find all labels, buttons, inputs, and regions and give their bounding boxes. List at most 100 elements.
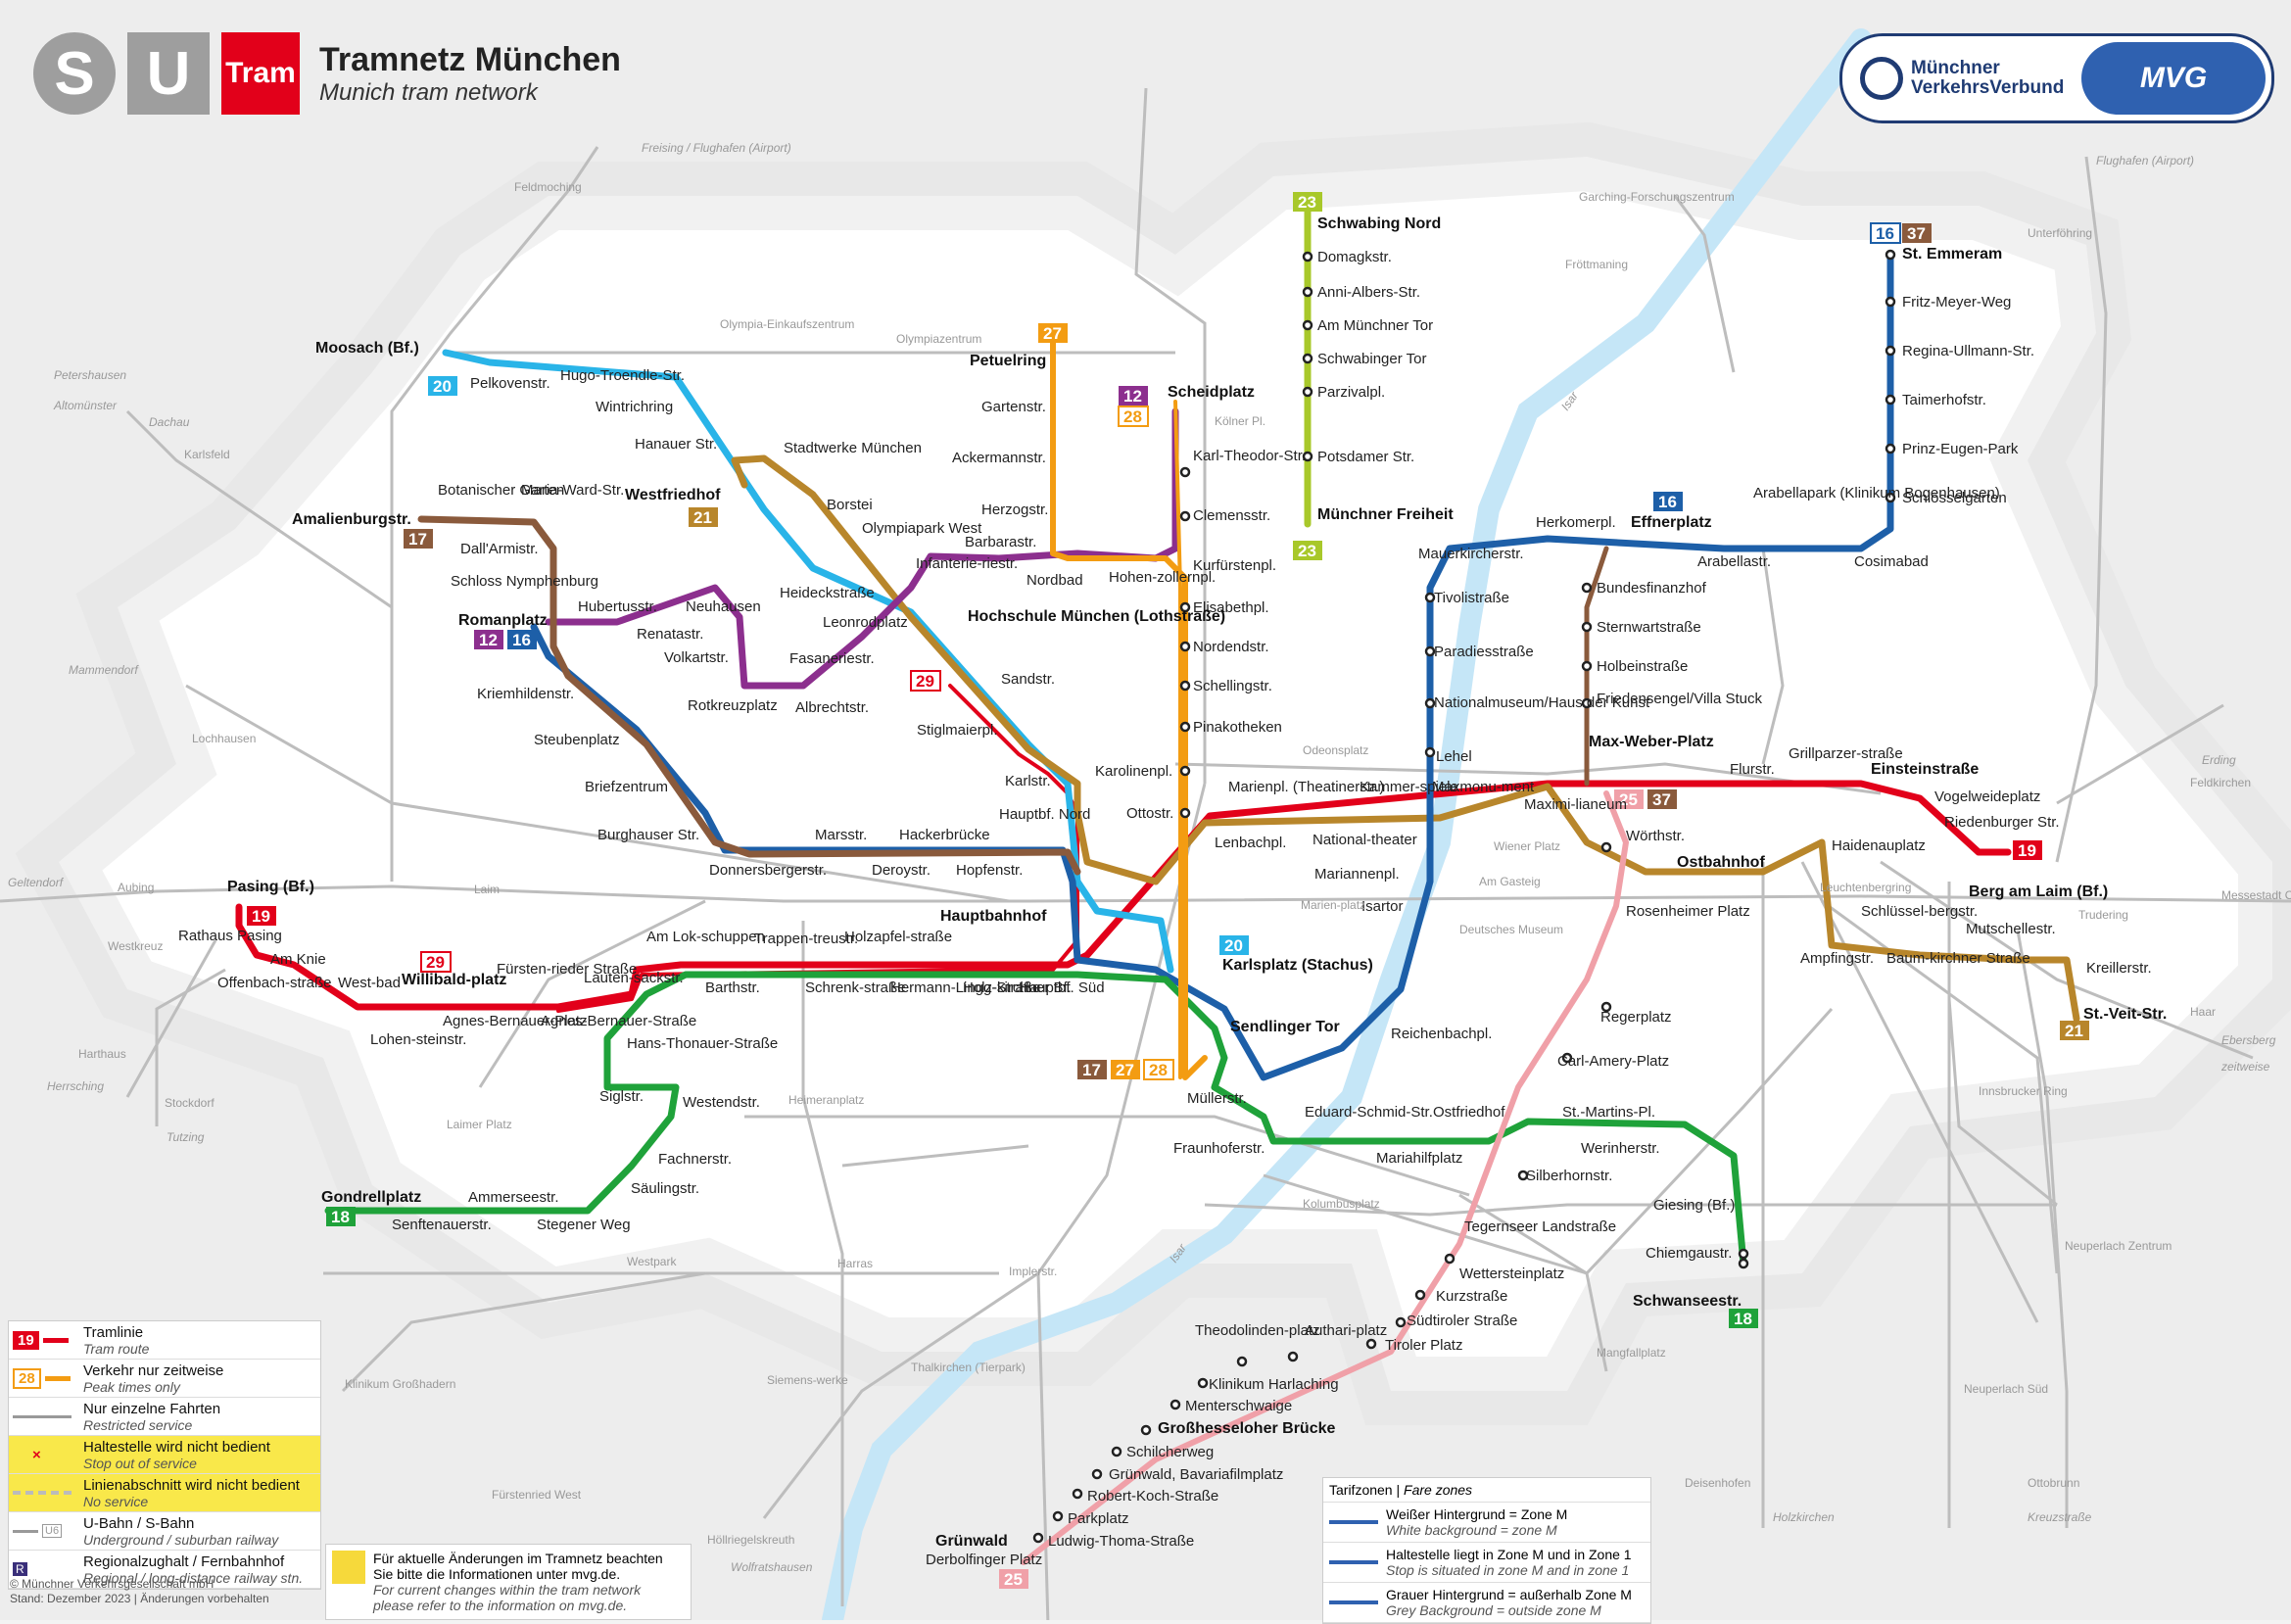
rail-freising: Freising / Flughafen (Airport) bbox=[642, 141, 791, 155]
station-stiglmaier: Stiglmaierpl. bbox=[917, 722, 998, 739]
station-haidenau: Haidenauplatz bbox=[1832, 837, 1926, 854]
station-sandstr: Sandstr. bbox=[1001, 671, 1055, 688]
station-wuerth: Wörthstr. bbox=[1626, 828, 1685, 844]
station-am-muenchner-tor: Am Münchner Tor bbox=[1317, 317, 1433, 334]
rail-tutzing: Tutzing bbox=[167, 1130, 205, 1144]
tram-logo: Tram bbox=[221, 32, 300, 115]
station-schloesselberg: Schlüssel-bergstr. bbox=[1861, 903, 1978, 920]
station-suedtiroler: Südtiroler Straße bbox=[1407, 1313, 1517, 1329]
rail-geltendorf: Geltendorf bbox=[8, 876, 65, 889]
station-ludwig-thoma: Ludwig-Thoma-Straße bbox=[1048, 1533, 1194, 1550]
legional-icon: R bbox=[13, 1562, 27, 1576]
station-st-veit: St.-Veit-Str. bbox=[2083, 1006, 2167, 1023]
station-dots bbox=[1032, 249, 1896, 1544]
rail-zeitweise: zeitweise bbox=[2220, 1060, 2270, 1074]
station-moosach: Moosach (Bf.) bbox=[315, 340, 419, 357]
legend-en: Regional / long-distance railway stn. bbox=[83, 1569, 304, 1586]
station-taimer: Taimerhofstr. bbox=[1902, 392, 1986, 408]
station-ostfriedhof: Ostfriedhof bbox=[1433, 1104, 1505, 1121]
station-muellerstr: Müllerstr. bbox=[1187, 1090, 1247, 1107]
station-gondrell: Gondrellplatz bbox=[321, 1189, 421, 1206]
rail-aubing: Aubing bbox=[118, 881, 154, 894]
station-burghauser: Burghauser Str. bbox=[597, 827, 699, 843]
station-steubenplatz: Steubenplatz bbox=[534, 732, 620, 748]
station-lehel: Lehel bbox=[1436, 748, 1472, 765]
station-borstei: Borstei bbox=[827, 497, 873, 513]
legend-symbol: U6 bbox=[13, 1524, 83, 1538]
badge-18: 18 bbox=[331, 1208, 350, 1226]
station-schrenk: Schrenk-straße bbox=[805, 979, 906, 996]
legend-symbol: 19 bbox=[13, 1330, 83, 1350]
station-lautensack: Lauten-sackstr. bbox=[584, 970, 684, 986]
station-vogelweide: Vogelweideplatz bbox=[1934, 788, 2040, 805]
rail-koelner-pl: Kölner Pl. bbox=[1215, 414, 1265, 428]
station-klinikum-harlaching: Klinikum Harlaching bbox=[1209, 1376, 1339, 1393]
rail-mangfallplatz: Mangfallplatz bbox=[1597, 1346, 1666, 1360]
legend-en: Tram route bbox=[83, 1340, 150, 1357]
station-domagk: Domagkstr. bbox=[1317, 249, 1392, 265]
fare-header: Tarifzonen | Fare zones bbox=[1323, 1478, 1650, 1503]
station-senftenauer: Senftenauerstr. bbox=[392, 1217, 492, 1233]
badge-25: 25 bbox=[1619, 790, 1638, 809]
station-barthstr: Barthstr. bbox=[705, 979, 760, 996]
station-herzog: Herzogstr. bbox=[981, 502, 1048, 518]
station-leonrod: Leonrodplatz bbox=[823, 614, 908, 631]
badge-12b: 12 bbox=[479, 631, 498, 649]
station-hbf-nord: Hauptbf. Nord bbox=[999, 806, 1090, 823]
station-arabellastr: Arabellastr. bbox=[1697, 553, 1771, 570]
line-19-path bbox=[235, 780, 2012, 1011]
station-gruenwald-bav: Grünwald, Bavariafilmplatz bbox=[1109, 1466, 1283, 1483]
station-bundesfinanz: Bundesfinanzhof bbox=[1597, 580, 1707, 597]
ubahn-logo: U bbox=[127, 32, 210, 115]
station-heidecks: Heideckstraße bbox=[780, 585, 875, 601]
station-pelkovenstr: Pelkovenstr. bbox=[470, 375, 550, 392]
legend-en: Underground / suburban railway bbox=[83, 1531, 279, 1548]
station-amping: Ampfingstr. bbox=[1800, 950, 1874, 967]
station-botanischer: Botanischer Garten bbox=[438, 482, 564, 499]
station-isartor: Isartor bbox=[1361, 898, 1404, 915]
station-am-knie: Am Knie bbox=[270, 951, 326, 968]
badge-17: 17 bbox=[408, 530, 427, 549]
copyright: © Münchner Verkehrsgesellschaft mbH Stan… bbox=[10, 1577, 269, 1606]
station-theodolinden: Theodolinden-platz bbox=[1195, 1322, 1320, 1339]
fare-line-icon bbox=[1329, 1560, 1378, 1564]
rail-laimer-platz: Laimer Platz bbox=[447, 1118, 512, 1131]
badge-17b: 17 bbox=[1082, 1061, 1101, 1079]
badge-28b: 28 bbox=[1149, 1061, 1168, 1079]
rail-innsbrucker-ring: Innsbrucker Ring bbox=[1979, 1084, 2068, 1098]
station-agnes1: Agnes-Bernauer-Platz bbox=[443, 1013, 588, 1029]
station-amalienburg: Amalienburgstr. bbox=[292, 511, 411, 528]
isar-river bbox=[822, 28, 1872, 1620]
title-block: Tramnetz München Munich tram network bbox=[319, 41, 621, 107]
station-regerplatz: Regerplatz bbox=[1600, 1009, 1672, 1026]
notice-box: Für aktuelle Änderungen im Tramnetz beac… bbox=[325, 1544, 692, 1620]
station-saeulingstr: Säulingstr. bbox=[631, 1180, 699, 1197]
rail-laim: Laim bbox=[474, 883, 500, 896]
badge-18b: 18 bbox=[1734, 1310, 1752, 1328]
station-hackerbruecke: Hackerbrücke bbox=[899, 827, 990, 843]
station-ostbahnhof: Ostbahnhof bbox=[1677, 854, 1765, 871]
station-hermann: Hermann-Lingg-Straße bbox=[890, 979, 1040, 996]
notice-de: Für aktuelle Änderungen im Tramnetz beac… bbox=[373, 1551, 663, 1582]
tram-lines bbox=[235, 207, 2080, 1565]
badge-29b: 29 bbox=[916, 672, 934, 691]
badge-16b: 16 bbox=[512, 631, 531, 649]
station-riedenburger: Riedenburger Str. bbox=[1944, 814, 2060, 831]
legend-de: U-Bahn / S-Bahn bbox=[83, 1514, 195, 1532]
station-am-lok: Am Lok-schuppen bbox=[646, 929, 765, 945]
rail-karlsfeld: Karlsfeld bbox=[184, 448, 230, 461]
station-prinz-eugen: Prinz-Eugen-Park bbox=[1902, 441, 2019, 457]
copyright-line2: Stand: Dezember 2023 | Änderungen vorbeh… bbox=[10, 1592, 269, 1605]
station-friedensengel: Friedensengel/Villa Stuck bbox=[1597, 691, 1762, 707]
rail-labels: Feldmoching Freising / Flughafen (Airpor… bbox=[8, 141, 2291, 1574]
station-hanauer: Hanauer Str. bbox=[635, 436, 717, 453]
station-kurfuersten: Kurfürstenpl. bbox=[1193, 557, 1276, 574]
station-schloesselgarten: Schlösselgarten bbox=[1902, 490, 2007, 506]
legend-de: Linienabschnitt wird nicht bedient bbox=[83, 1476, 300, 1494]
